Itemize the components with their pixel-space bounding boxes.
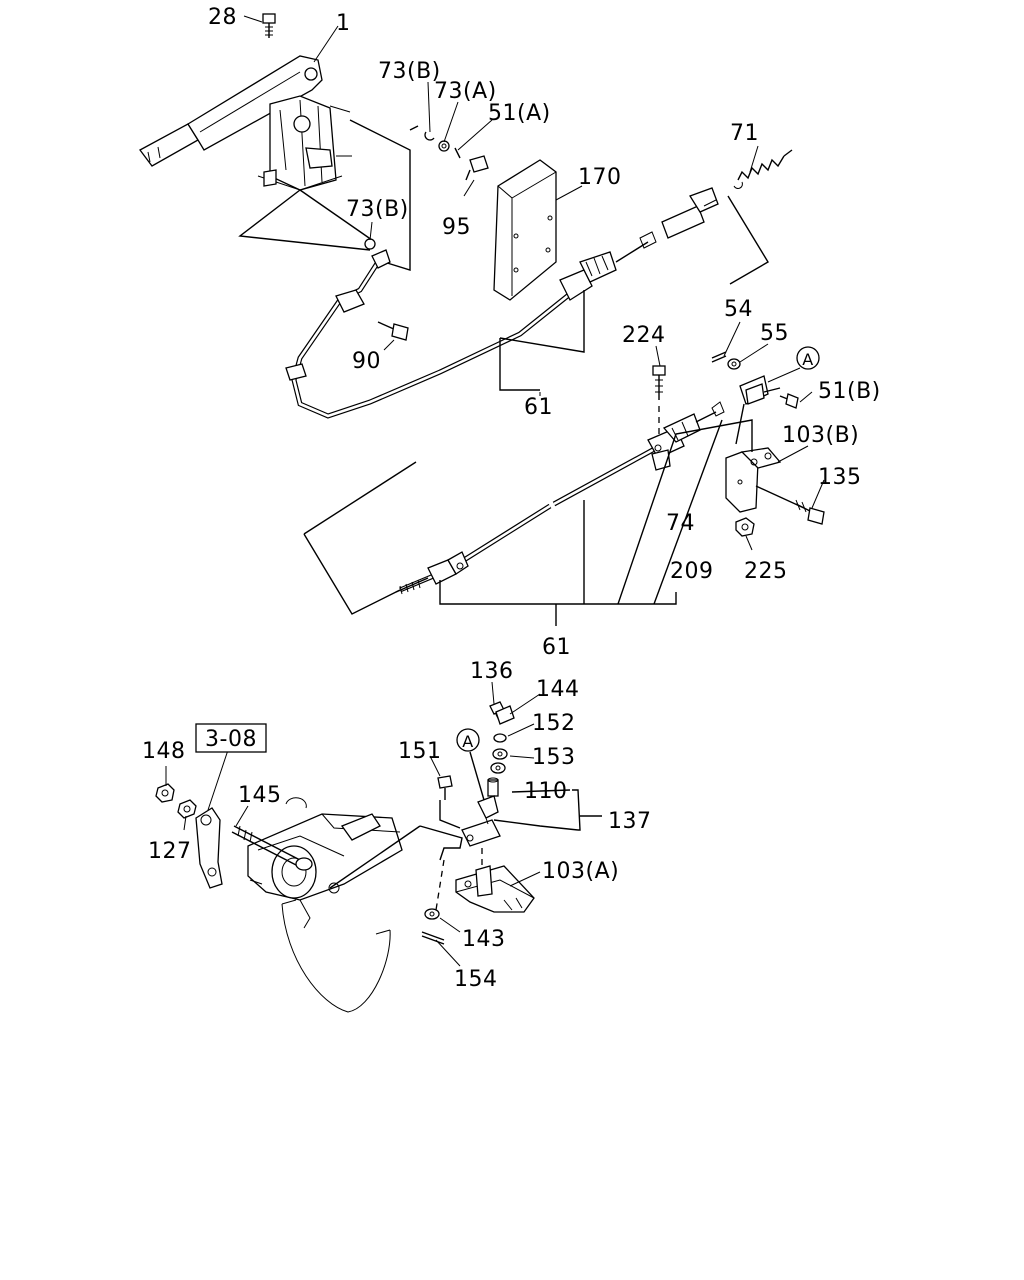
washer-153-icon xyxy=(492,748,508,760)
label-170: 170 xyxy=(578,165,622,190)
washer-73a-icon xyxy=(438,140,450,152)
nut-148-icon xyxy=(155,783,175,803)
callout-a-top: A xyxy=(796,346,820,370)
bolt-95-icon xyxy=(465,155,489,181)
bracket-103a-icon xyxy=(455,865,535,913)
label-28: 28 xyxy=(208,5,237,30)
label-110: 110 xyxy=(524,779,568,804)
svg-text:A: A xyxy=(462,732,473,751)
label-103b: 103(B) xyxy=(782,423,859,448)
washer-55-icon xyxy=(727,358,741,370)
pin-51a-icon xyxy=(454,147,461,159)
parking-brake-lever-icon xyxy=(139,55,352,191)
pin-110-icon xyxy=(487,777,499,797)
label-137: 137 xyxy=(608,809,652,834)
clip-73b-mid-icon xyxy=(364,238,376,250)
label-145: 145 xyxy=(238,783,282,808)
washer-143-icon xyxy=(424,908,440,920)
bracket-103b-icon xyxy=(725,447,782,513)
nut-225-icon xyxy=(735,517,755,537)
bolt-151-icon xyxy=(437,775,453,800)
cotter-pin-154-icon xyxy=(421,931,445,945)
cotter-pin-54-icon xyxy=(711,351,727,363)
svg-text:3-08: 3-08 xyxy=(205,727,257,752)
front-brake-cable-icon xyxy=(285,187,719,419)
label-55: 55 xyxy=(760,321,789,346)
label-153: 153 xyxy=(532,745,576,770)
svg-text:A: A xyxy=(802,350,813,369)
label-135: 135 xyxy=(818,465,862,490)
label-95: 95 xyxy=(442,215,471,240)
label-61-bottom: 61 xyxy=(542,635,571,660)
label-103a: 103(A) xyxy=(542,859,619,884)
label-136: 136 xyxy=(470,659,514,684)
label-54: 54 xyxy=(724,297,753,322)
shaft-145-icon xyxy=(231,825,313,871)
leader-lines xyxy=(165,15,825,967)
label-225: 225 xyxy=(744,559,788,584)
bolt-28-icon xyxy=(262,13,276,38)
label-224: 224 xyxy=(622,323,666,348)
label-51b: 51(B) xyxy=(818,379,881,404)
bushing-127-icon xyxy=(177,799,197,819)
label-51a: 51(A) xyxy=(488,101,551,126)
label-61-top: 61 xyxy=(524,395,553,420)
label-151: 151 xyxy=(398,739,442,764)
clip-73b-top-icon xyxy=(424,131,435,141)
label-143: 143 xyxy=(462,927,506,952)
label-209: 209 xyxy=(670,559,714,584)
washer-152-icon xyxy=(493,733,507,743)
shift-lever-arm-icon xyxy=(461,795,501,847)
label-127: 127 xyxy=(148,839,192,864)
clip-144-icon xyxy=(495,705,515,725)
label-1: 1 xyxy=(336,11,351,36)
part-labels: 28 1 73(B) 73(A) 51(A) 71 170 95 73(B) 9… xyxy=(142,5,881,992)
bolt-135-icon xyxy=(755,485,825,525)
label-154: 154 xyxy=(454,967,498,992)
bolt-224-icon xyxy=(652,365,666,400)
label-148: 148 xyxy=(142,739,186,764)
selector-lever-icon xyxy=(195,807,223,889)
label-144: 144 xyxy=(536,677,580,702)
washer-153b-icon xyxy=(490,762,506,774)
bolt-90-icon xyxy=(377,321,409,341)
clevis-bracket-icon xyxy=(739,375,781,405)
label-73a: 73(A) xyxy=(434,79,497,104)
label-90: 90 xyxy=(352,349,381,374)
reference-box-3-08: 3-08 xyxy=(195,723,267,753)
label-152: 152 xyxy=(532,711,576,736)
transmission-housing-icon xyxy=(247,797,403,1013)
cover-plate-170-icon xyxy=(493,159,557,301)
label-73b-mid: 73(B) xyxy=(346,197,409,222)
bolt-51b-icon xyxy=(779,393,799,409)
callout-a-bottom: A xyxy=(456,728,480,752)
spring-71-icon xyxy=(733,149,793,189)
label-73b-top: 73(B) xyxy=(378,59,441,84)
rear-brake-cable-icon xyxy=(395,401,725,595)
label-71: 71 xyxy=(730,121,759,146)
label-74: 74 xyxy=(666,511,695,536)
